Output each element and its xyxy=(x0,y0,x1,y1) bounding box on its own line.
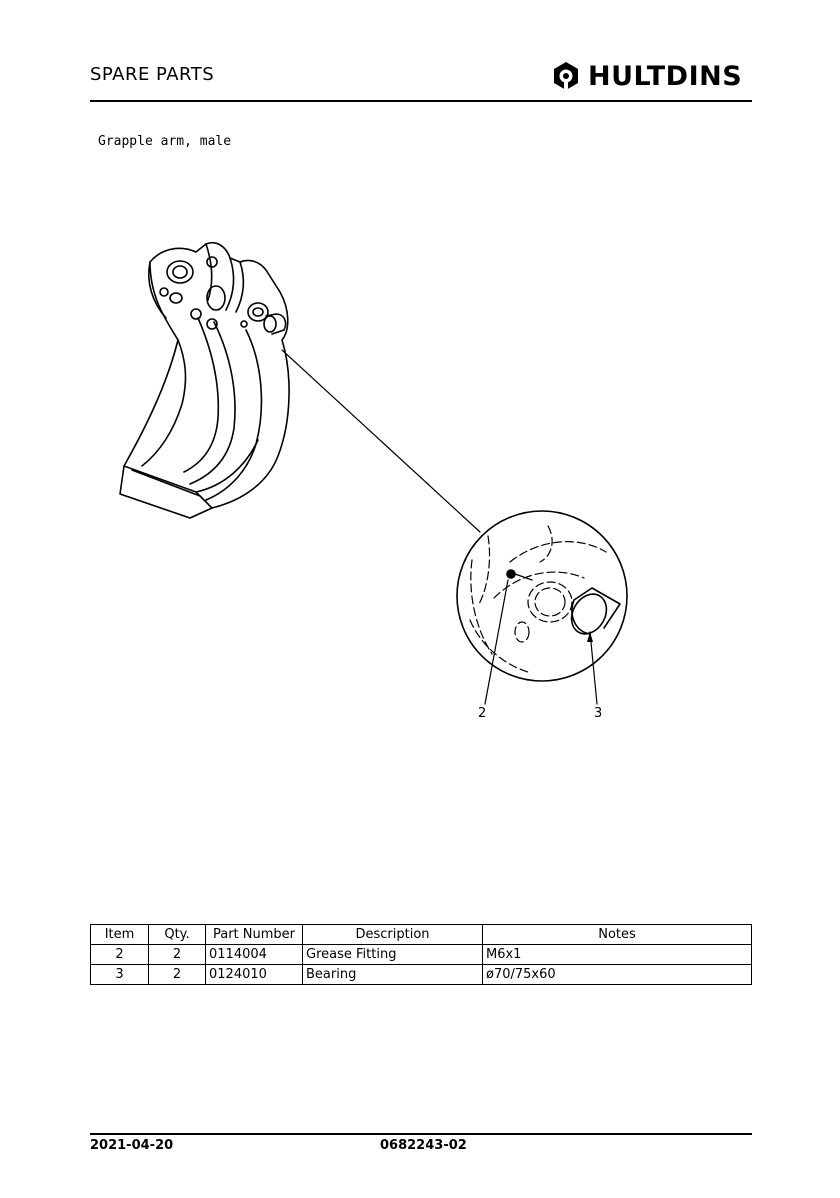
column-header-description: Description xyxy=(302,924,483,945)
cell-qty: 2 xyxy=(148,964,206,985)
footer-date: 2021-04-20 xyxy=(90,1138,174,1153)
brand-logo: HULTDINS xyxy=(550,58,742,94)
grapple-arm-illustration xyxy=(119,242,290,519)
table-row: 2 2 0114004 Grease Fitting M6x1 xyxy=(90,944,752,965)
cell-qty: 2 xyxy=(148,944,206,965)
cell-description: Bearing xyxy=(302,964,483,985)
cell-notes: ø70/75x60 xyxy=(482,964,752,985)
cell-part-number: 0114004 xyxy=(205,944,303,965)
drawing-subtitle: Grapple arm, male xyxy=(98,134,232,149)
callout-item-2: 2 xyxy=(478,706,487,721)
page-title: SPARE PARTS xyxy=(90,64,215,85)
detail-leader-line xyxy=(281,349,481,533)
bearing-illustration xyxy=(570,587,621,635)
cell-item: 2 xyxy=(90,944,149,965)
header-divider xyxy=(90,100,752,102)
footer-divider xyxy=(90,1133,752,1135)
column-header-notes: Notes xyxy=(482,924,752,945)
cell-item: 3 xyxy=(90,964,149,985)
grease-fitting-illustration xyxy=(506,569,516,579)
cell-part-number: 0124010 xyxy=(205,964,303,985)
parts-table: Item Qty. Part Number Description Notes … xyxy=(90,924,752,985)
column-header-part-number: Part Number xyxy=(205,924,303,945)
parts-table-header-row: Item Qty. Part Number Description Notes xyxy=(90,924,752,945)
column-header-qty: Qty. xyxy=(148,924,206,945)
detail-view xyxy=(456,510,628,705)
cell-notes: M6x1 xyxy=(482,944,752,965)
footer-document-number: 0682243-02 xyxy=(380,1138,467,1153)
exploded-view-drawing xyxy=(119,242,628,705)
table-row: 3 2 0124010 Bearing ø70/75x60 xyxy=(90,964,752,985)
hultdins-logo-icon xyxy=(554,62,578,91)
cell-description: Grease Fitting xyxy=(302,944,483,965)
callout-item-3: 3 xyxy=(594,706,603,721)
brand-name: HULTDINS xyxy=(588,60,743,92)
column-header-item: Item xyxy=(90,924,149,945)
